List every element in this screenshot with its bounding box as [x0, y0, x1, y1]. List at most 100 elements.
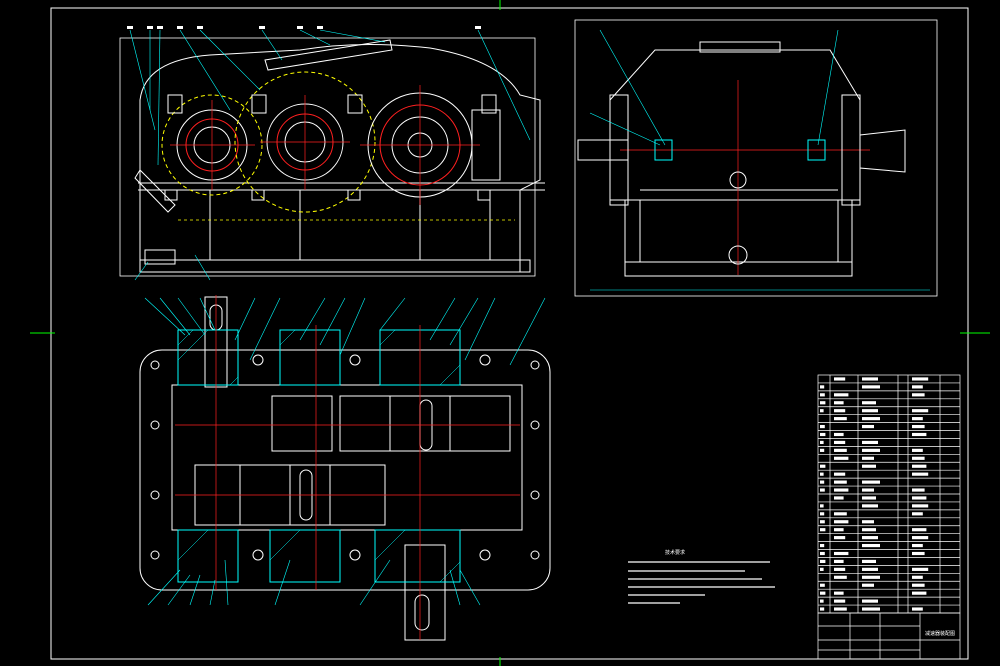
- parts-list-cell-text: [862, 480, 880, 484]
- parts-list-cell-text: [834, 440, 846, 445]
- parts-list-cell-text: [912, 417, 923, 421]
- parts-list-cell-text: [862, 496, 876, 500]
- parts-list-cell-text: [834, 377, 846, 381]
- parts-list-cell-text: [862, 488, 874, 492]
- parts-list-cell-text: [834, 401, 844, 405]
- top-view: [139, 295, 551, 641]
- parts-list-cell-text: [820, 504, 824, 508]
- front-view-leaders: [129, 29, 531, 281]
- side-view: [574, 19, 938, 297]
- parts-list-cell-text: [912, 583, 925, 587]
- parts-list-cell-text: [862, 599, 878, 603]
- parts-list-cell-text: [834, 520, 849, 524]
- parts-list-cell-text: [862, 409, 878, 413]
- parts-list-cell-text: [820, 393, 825, 397]
- parts-list-cell-text: [862, 559, 876, 564]
- parts-list-cell-text: [834, 575, 847, 579]
- parts-list-cell-text: [912, 409, 929, 413]
- parts-list-cell-text: [862, 528, 876, 532]
- parts-list-cell-text: [820, 488, 825, 492]
- parts-list-cell-text: [862, 401, 876, 405]
- parts-list-cell-text: [912, 496, 927, 500]
- parts-list-cell-text: [862, 575, 880, 579]
- parts-list-cell-text: [862, 456, 874, 460]
- parts-list-cell-text: [834, 567, 846, 571]
- parts-list-cell-text: [820, 559, 826, 564]
- parts-list-cell-text: [834, 448, 847, 452]
- parts-list-cell-text: [912, 543, 923, 548]
- parts-list-cell-text: [834, 559, 844, 564]
- parts-list-cell-text: [912, 424, 925, 429]
- parts-list-cell-text: [834, 472, 846, 476]
- parts-list-cell-text: [820, 607, 825, 611]
- parts-list-cell-text: [862, 583, 874, 587]
- parts-list-cell-text: [834, 456, 849, 460]
- parts-list-cell-text: [820, 432, 826, 437]
- parts-list-cell-text: [820, 409, 824, 413]
- parts-list-cell-text: [912, 456, 925, 460]
- parts-list-cell-text: [820, 520, 825, 524]
- parts-list-cell-text: [912, 432, 927, 437]
- parts-list-cell-text: [834, 512, 847, 516]
- parts-list-cell-text: [862, 377, 878, 381]
- parts-list-cell-text: [912, 377, 929, 381]
- side-view-leaders: [589, 29, 839, 146]
- parts-list-cell-text: [862, 464, 876, 468]
- parts-list-cell-text: [820, 512, 825, 516]
- tech-requirements-lines: [628, 561, 775, 604]
- parts-list-cell-text: [834, 409, 846, 413]
- top-view-leaders: [144, 297, 546, 606]
- parts-list-cell-text: [862, 440, 878, 445]
- parts-list-cell-text: [862, 543, 880, 548]
- parts-list-cell-text: [820, 591, 826, 595]
- parts-list-cell-text: [912, 488, 925, 492]
- parts-list-cell-text: [834, 488, 849, 492]
- parts-list-cell-text: [820, 385, 825, 389]
- frame-center-marks: [30, 0, 990, 666]
- front-view-balloons: [127, 26, 481, 29]
- parts-list-cell-text: [820, 472, 824, 476]
- parts-list-cell-text: [862, 424, 874, 429]
- parts-list-cell-text: [820, 401, 826, 405]
- parts-list-cell-text: [862, 448, 880, 452]
- parts-list-cell-text: [820, 543, 825, 548]
- parts-list-cell-text: [912, 504, 929, 508]
- parts-list-cell-text: [820, 583, 825, 587]
- parts-list-cell-text: [834, 591, 844, 595]
- tech-requirements: 技术要求: [628, 549, 775, 604]
- parts-list-cell-text: [834, 393, 849, 397]
- parts-list-cell-text: [820, 448, 825, 452]
- parts-list-cell-text: [912, 551, 925, 556]
- parts-list-cell-text: [834, 480, 847, 484]
- parts-list-cell-text: [862, 607, 880, 611]
- parts-list-cell-text: [834, 432, 844, 437]
- parts-list-cell-text: [912, 591, 927, 595]
- parts-list-cell-text: [912, 607, 923, 611]
- parts-list-cell-text: [834, 536, 846, 540]
- parts-list-cell-text: [820, 464, 826, 468]
- parts-list-cell-text: [912, 536, 929, 540]
- front-view: [119, 37, 545, 277]
- parts-list-cell-text: [862, 504, 878, 508]
- parts-list-cell-text: [820, 599, 824, 603]
- parts-list-cell-text: [834, 417, 847, 421]
- tech-requirements-heading: 技术要求: [665, 549, 685, 556]
- parts-list-cell-text: [912, 464, 927, 468]
- parts-list-cell-text: [820, 440, 824, 445]
- parts-list-cell-text: [912, 393, 925, 397]
- parts-list-cell-text: [834, 607, 847, 611]
- parts-list-cell-text: [834, 551, 849, 556]
- parts-list-cell-text: [862, 385, 880, 389]
- parts-list-cell-text: [820, 480, 825, 484]
- parts-list-cell-text: [912, 528, 927, 532]
- parts-list-cell-text: [912, 448, 923, 452]
- parts-list-cell-text: [820, 528, 826, 532]
- parts-list-text: [820, 377, 929, 611]
- title-block-title: 减速器装配图: [925, 630, 955, 637]
- parts-list-cell-text: [862, 536, 878, 540]
- parts-list-cell-text: [862, 567, 878, 571]
- parts-list-cell-text: [912, 575, 923, 579]
- parts-list-cell-text: [912, 385, 923, 389]
- title-block: [817, 612, 961, 660]
